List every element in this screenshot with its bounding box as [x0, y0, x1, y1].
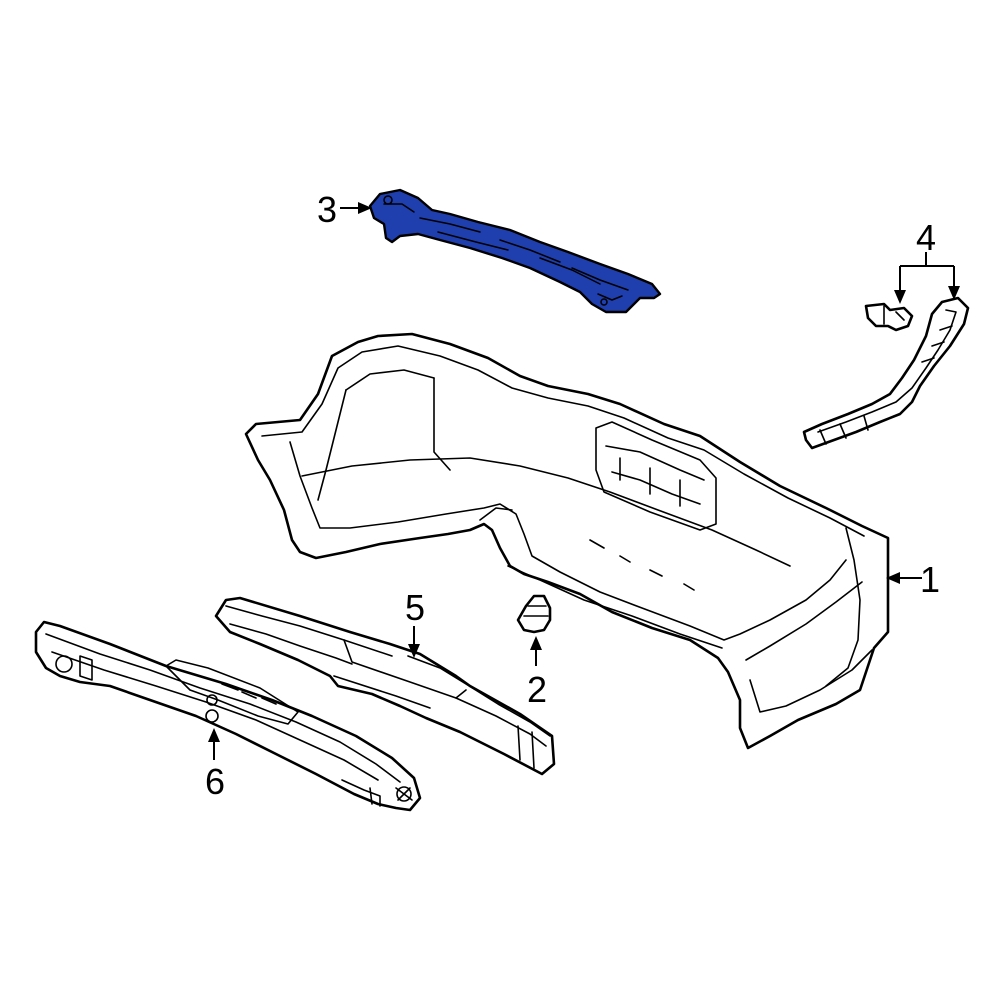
callout-labels: 1 2 3 4 5 6: [205, 189, 940, 802]
callout-4: 4: [916, 217, 936, 258]
leader-lines: [208, 202, 960, 760]
callout-6: 6: [205, 761, 225, 802]
push-clip[interactable]: [864, 302, 914, 332]
callout-1: 1: [920, 559, 940, 600]
callout-2: 2: [527, 669, 547, 710]
energy-absorber[interactable]: [214, 596, 556, 776]
impact-bar[interactable]: [34, 620, 422, 812]
push-retainer[interactable]: [516, 594, 552, 634]
upper-bracket-highlighted[interactable]: [368, 188, 662, 314]
bumper-cover[interactable]: [244, 332, 890, 750]
callout-3: 3: [317, 189, 337, 230]
side-bracket[interactable]: [802, 296, 970, 450]
callout-5: 5: [405, 587, 425, 628]
